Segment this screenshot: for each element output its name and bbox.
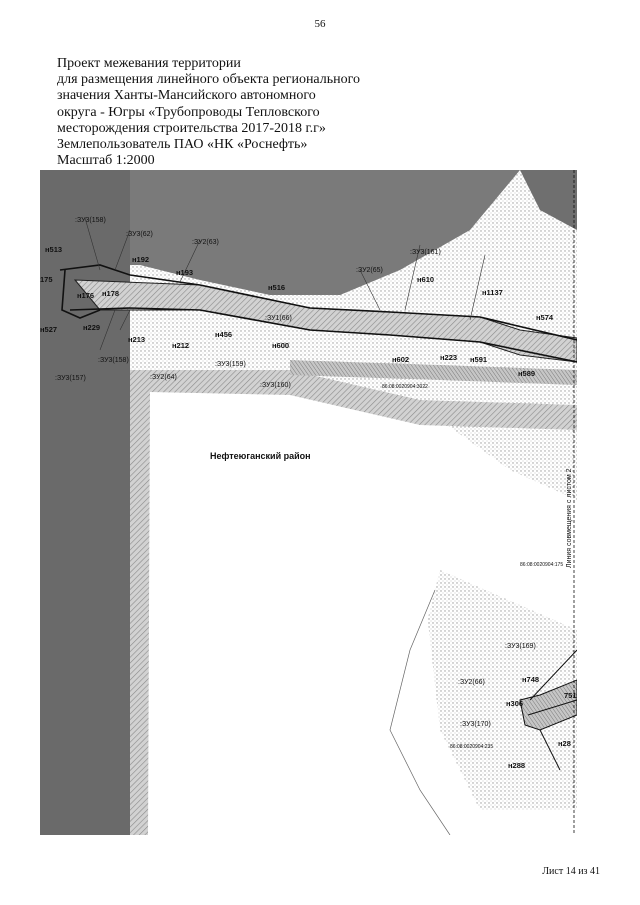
junction-line-label: Линия совмещения с листом 2	[566, 468, 573, 568]
title-line: округа - Югры «Трубопроводы Тепловского	[57, 104, 320, 120]
parcel-label: :ЗУ3(62)	[126, 231, 153, 238]
pipeline-line-north	[59, 264, 577, 341]
cadastral-number: 86:08:0020904:235	[450, 744, 493, 750]
district-area	[150, 382, 577, 835]
point-label: н1137	[482, 288, 503, 297]
parcel-label: :ЗУ3(159)	[215, 361, 246, 368]
leader-lines	[84, 217, 486, 351]
district-name: Нефтеюганский район	[210, 451, 311, 461]
title-block: Проект межевания территории для размещен…	[57, 56, 417, 169]
title-line: Проект межевания территории	[57, 56, 241, 71]
forest-area-south	[420, 550, 577, 810]
scale-line: Масштаб 1:2000	[57, 153, 155, 169]
point-label: н288	[508, 761, 525, 770]
parcel-label: :ЗУ2(66)	[458, 679, 485, 686]
point-label: н602	[392, 355, 409, 364]
point-label: н192	[132, 255, 149, 264]
parcel-boundary	[61, 269, 101, 319]
point-label: н456	[215, 330, 232, 339]
parcel-label: :ЗУ3(169)	[505, 643, 536, 650]
point-label: н212	[172, 341, 189, 350]
point-label: н574	[536, 313, 554, 322]
parcel-label: :ЗУ3(160)	[260, 382, 291, 389]
cadastral-number: 86:08:0020904:3022	[382, 384, 428, 390]
point-label: н176	[77, 291, 94, 300]
page-number: 56	[314, 18, 326, 30]
parcel-label: :ЗУ2(65)	[356, 267, 383, 274]
point-label: н229	[83, 323, 100, 332]
sheet-label: Лист 14 из 41	[542, 866, 600, 877]
cadastral-boundary	[389, 589, 451, 835]
dark-zone-northeast	[520, 170, 577, 230]
point-label: 751	[564, 691, 577, 700]
parcel-label: :ЗУ3(158)	[75, 217, 106, 224]
cadastral-number: 86:08:0020904:175	[520, 562, 563, 568]
pipeline-line-south	[69, 307, 577, 363]
parcel-label: :ЗУ2(64)	[150, 374, 177, 381]
point-label: н591	[470, 355, 487, 364]
point-label: н589	[518, 369, 535, 378]
dark-zone-north	[130, 170, 520, 295]
point-label: н306	[506, 699, 523, 708]
parcel-southeast	[519, 679, 577, 731]
point-label: 175	[40, 275, 53, 284]
parcel-lines-southeast	[527, 649, 577, 771]
point-label: н28	[558, 739, 571, 748]
road-corridor-secondary	[290, 360, 577, 385]
point-label: н513	[45, 245, 62, 254]
point-label: н600	[272, 341, 289, 350]
point-label: н748	[522, 675, 539, 684]
parcel-label: :ЗУ3(157)	[55, 375, 86, 382]
point-label: н610	[417, 275, 434, 284]
road-corridor	[130, 370, 577, 835]
map-canvas: :ЗУ3(158) :ЗУ3(62) :ЗУ2(63) :ЗУ3(161) :З…	[40, 170, 577, 835]
parcel-label: :ЗУ3(170)	[460, 721, 491, 728]
point-label: н213	[128, 335, 145, 344]
point-label: н516	[268, 283, 285, 292]
point-label: н527	[40, 325, 57, 334]
point-label: н193	[176, 268, 193, 277]
title-line: месторождения строительства 2017-2018 г.…	[57, 120, 326, 136]
parcel-label: :ЗУ3(161)	[410, 249, 441, 256]
parcel-label: :ЗУ1(66)	[265, 315, 292, 322]
point-label: н178	[102, 289, 119, 298]
dark-zone-west	[40, 170, 130, 835]
parcel-label: :ЗУ2(63)	[192, 239, 219, 246]
parcel-label: :ЗУ3(158)	[98, 357, 129, 364]
point-label: н223	[440, 353, 457, 362]
map-drawing: :ЗУ3(158) :ЗУ3(62) :ЗУ2(63) :ЗУ3(161) :З…	[40, 170, 577, 835]
title-line: для размещения линейного объекта региона…	[57, 72, 361, 88]
land-user-line: Землепользователь ПАО «НК «Роснефть»	[57, 137, 308, 153]
title-line: значения Ханты-Мансийского автономного	[57, 88, 316, 104]
